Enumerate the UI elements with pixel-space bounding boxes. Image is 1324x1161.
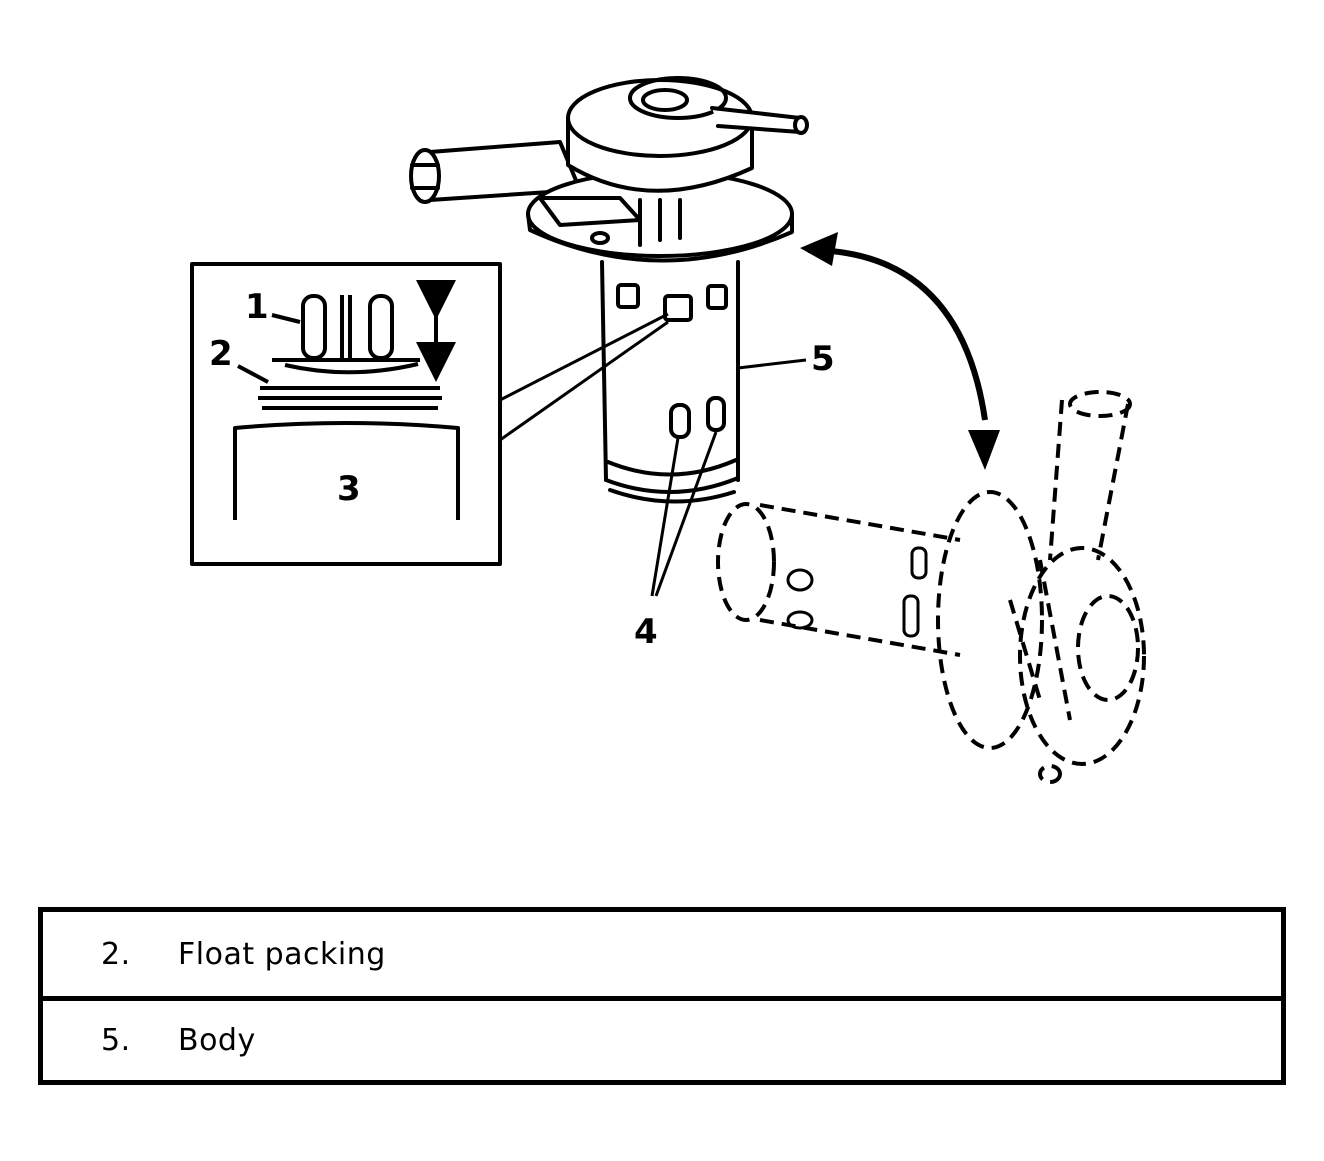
callout-5: 5: [811, 339, 835, 379]
callout-1: 1: [245, 287, 269, 327]
rotation-arrow: [800, 232, 1000, 470]
callout-2: 2: [209, 334, 233, 374]
legend-part-name: Float packing: [178, 936, 386, 972]
legend-row: 5. Body: [43, 996, 1281, 1080]
valve-assembly-rotated: [716, 390, 1146, 784]
legend-number: 2.: [101, 936, 131, 972]
fuel-pump-valve-diagram: 1 2 3 4 5: [190, 76, 1146, 784]
float-detail-inset: [190, 262, 502, 566]
callout-leaders: [650, 358, 807, 597]
legend-part-name: Body: [178, 1023, 256, 1058]
callout-4: 4: [634, 612, 658, 652]
callout-3: 3: [337, 469, 361, 509]
legend-row: 2. Float packing: [43, 912, 1281, 996]
rotated-assembly-details: [786, 546, 928, 638]
inset-connector-lines: [499, 312, 669, 442]
legend-number: 5.: [101, 1023, 131, 1058]
valve-assembly-upright: [409, 76, 809, 504]
legend-table: 2. Float packing 5. Body: [38, 907, 1286, 1085]
